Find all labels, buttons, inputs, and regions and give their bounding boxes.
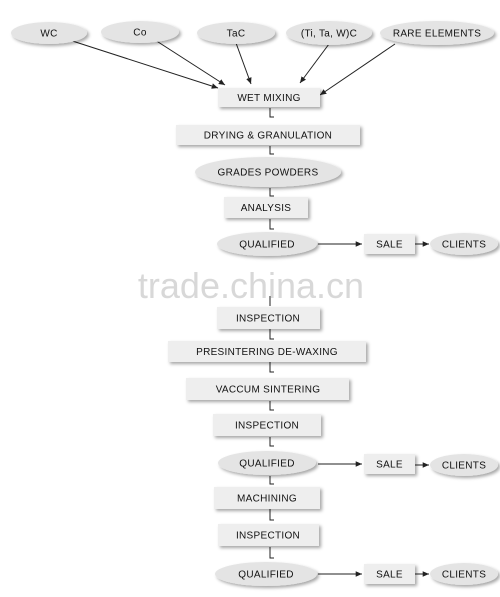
- edge-titaw-to-wet-mixing: [299, 43, 330, 84]
- watermark-text: trade.china.cn: [138, 265, 364, 306]
- outcome-rows: QUALIFIED SALE CLIENTS QUALIFIED SALE: [215, 232, 498, 586]
- clients-node-1: CLIENTS: [430, 233, 498, 255]
- input-node-wc: WC: [11, 22, 87, 44]
- qualified-node-1: QUALIFIED: [217, 232, 317, 256]
- step-label-inspection-2: INSPECTION: [235, 421, 299, 432]
- step-label-inspection-1: INSPECTION: [236, 314, 300, 325]
- qualified-label-3: QUALIFIED: [238, 570, 294, 581]
- sale-label-3: SALE: [376, 570, 403, 581]
- step-inspection-3: INSPECTION: [218, 524, 319, 546]
- step-vaccum-sintering: VACCUM SINTERING: [186, 378, 349, 400]
- sale-node-3: SALE: [364, 564, 415, 584]
- step-inspection-2: INSPECTION: [213, 414, 321, 436]
- edge-tac-to-wet-mixing: [235, 42, 252, 85]
- qualified-label-2: QUALIFIED: [239, 459, 295, 470]
- step-label-vaccum-sintering: VACCUM SINTERING: [216, 385, 321, 396]
- input-materials: WC Co TaC (Ti, Ta, W)C RARE ELEMENTS: [11, 21, 494, 45]
- outcome-row-1: QUALIFIED SALE CLIENTS: [217, 232, 498, 256]
- input-label-wc: WC: [40, 29, 57, 40]
- connector-drying-to-grades: [269, 146, 274, 155]
- connectors: [59, 36, 429, 577]
- step-label-inspection-3: INSPECTION: [236, 531, 300, 542]
- outcome-row-3: QUALIFIED SALE CLIENTS: [215, 562, 498, 586]
- connector-analysis-to-qualified: [269, 219, 274, 230]
- step-wet-mixing: WET MIXING: [218, 88, 320, 107]
- edge-co-to-wet-mixing: [154, 39, 226, 86]
- qualified-label-1: QUALIFIED: [239, 240, 295, 251]
- clients-label-1: CLIENTS: [442, 240, 486, 251]
- input-label-titaw-c: (Ti, Ta, W)C: [301, 29, 357, 40]
- clients-node-3: CLIENTS: [430, 563, 498, 585]
- connector-sintering-to-inspection: [269, 401, 274, 411]
- sale-label-1: SALE: [376, 240, 403, 251]
- qualified-node-2: QUALIFIED: [218, 451, 316, 475]
- step-label-grades-powders: GRADES POWDERS: [218, 168, 319, 179]
- outcome-row-2: QUALIFIED SALE CLIENTS: [218, 451, 498, 476]
- step-drying-granulation: DRYING & GRANULATION: [176, 125, 360, 145]
- input-node-rare-elements: RARE ELEMENTS: [380, 21, 494, 45]
- clients-node-2: CLIENTS: [430, 454, 498, 476]
- process-steps: WET MIXING DRYING & GRANULATION GRADES P…: [168, 88, 366, 546]
- sale-node-2: SALE: [364, 454, 415, 474]
- edge-wc-to-wet-mixing: [59, 36, 219, 89]
- input-node-titaw-c: (Ti, Ta, W)C: [286, 21, 372, 45]
- clients-label-2: CLIENTS: [442, 461, 486, 472]
- step-label-analysis: ANALYSIS: [241, 203, 292, 214]
- connector-inspection-to-presintering: [269, 329, 274, 340]
- step-label-machining: MACHINING: [237, 494, 297, 505]
- step-label-presintering-de-waxing: PRESINTERING DE-WAXING: [196, 347, 338, 358]
- connector-presintering-to-sintering: [269, 362, 274, 373]
- clients-label-3: CLIENTS: [442, 570, 486, 581]
- connector-grades-to-analysis: [269, 188, 274, 197]
- sale-node-1: SALE: [364, 234, 415, 254]
- connector-inspection-to-qualified: [269, 547, 274, 559]
- edge-rare-to-wet-mixing: [319, 43, 396, 96]
- qualified-node-3: QUALIFIED: [215, 562, 317, 586]
- connector-inspection-to-qualified: [269, 437, 274, 447]
- input-node-tac: TaC: [197, 22, 275, 44]
- connector-qualified-to-machining: [269, 476, 274, 485]
- connector-machining-to-inspection: [269, 509, 274, 521]
- step-label-drying-granulation: DRYING & GRANULATION: [204, 131, 332, 142]
- step-grades-powders: GRADES POWDERS: [195, 157, 341, 187]
- step-label-wet-mixing: WET MIXING: [237, 93, 300, 104]
- sale-label-2: SALE: [376, 460, 403, 471]
- input-label-tac: TaC: [227, 29, 246, 40]
- connector-wet-to-drying: [269, 108, 274, 118]
- step-machining: MACHINING: [214, 487, 320, 509]
- input-label-rare-elements: RARE ELEMENTS: [393, 29, 481, 40]
- input-node-co: Co: [101, 21, 179, 43]
- input-label-co: Co: [133, 28, 147, 39]
- step-inspection-1: INSPECTION: [217, 307, 320, 329]
- step-presintering-de-waxing: PRESINTERING DE-WAXING: [168, 341, 366, 362]
- step-analysis: ANALYSIS: [224, 197, 308, 218]
